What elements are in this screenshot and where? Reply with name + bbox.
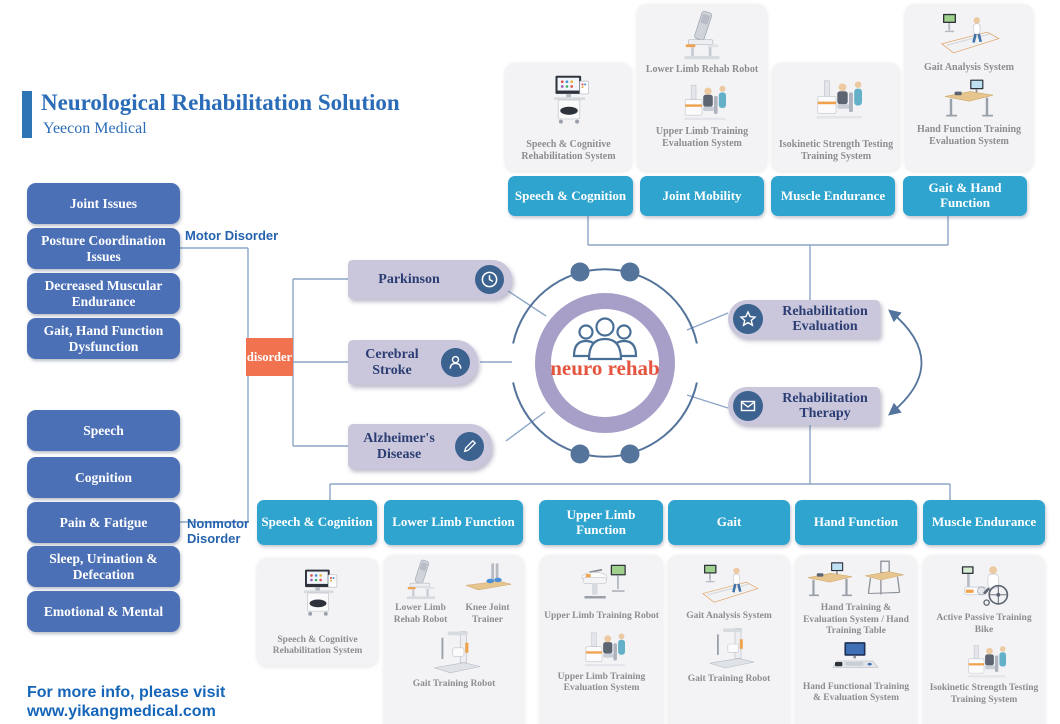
bottom-card-hand-function: Hand Training & Evaluation System / Hand…: [795, 555, 917, 724]
product-label: Gait Analysis System: [923, 62, 1014, 73]
product-label: Speech & Cognitive Rehabilitation System: [521, 138, 616, 162]
product-label: Upper Limb Training Evaluation System: [557, 671, 646, 694]
disorder-box: disorder: [246, 338, 293, 376]
category-gait: Gait: [668, 500, 790, 545]
lower-limb-rehab-robot-image: [393, 559, 449, 603]
disease-parkinson: Parkinson: [348, 260, 512, 299]
top-card-joint-mobility: Lower Limb Rehab Robot Upper Limb Traini…: [637, 4, 767, 171]
gait-analysis-system-image: [928, 10, 1010, 62]
product-label: Lower Limb Rehab Robot: [645, 64, 759, 75]
pencil-icon: [455, 432, 484, 461]
speech-cognitive-system-image: [283, 567, 353, 619]
product-label: Upper Limb Training Robot: [544, 611, 659, 621]
product-label: Active Passive Training Bike: [936, 613, 1032, 635]
motor-disorder-label: Motor Disorder: [185, 228, 279, 243]
symptom-joint-issues: Joint Issues: [27, 183, 180, 224]
service-evaluation-label: Rehabilitation Evaluation: [782, 303, 868, 334]
symptom-pain-fatigue: Pain & Fatigue: [27, 502, 180, 543]
product-label: Isokinetic Strength Testing Training Sys…: [778, 138, 894, 162]
hub-label: neuro rehab: [550, 356, 660, 380]
symptom-speech: Speech: [27, 410, 180, 451]
product-label: Hand Functional Training & Evaluation Sy…: [802, 681, 910, 704]
top-card-speech-cognition: Speech & Cognitive Rehabilitation System: [505, 63, 632, 171]
product-label: Speech & Cognitive Rehabilitation System: [272, 634, 363, 657]
category-hand-function: Hand Function: [795, 500, 917, 545]
product-label: Lower Limb Rehab Robot: [393, 603, 448, 625]
bottom-card-upper-limb: Upper Limb Training Robot Upper Limb Tra…: [540, 555, 663, 724]
upper-limb-evaluation-image: [663, 78, 741, 126]
title-accent-bar: [22, 91, 32, 138]
page-title: Neurological Rehabilitation Solution: [41, 90, 400, 115]
category-upper-limb-function: Upper Limb Function: [539, 500, 663, 545]
category-lower-limb-function: Lower Limb Function: [384, 500, 523, 545]
hand-training-desk-image: [802, 559, 858, 603]
category-gait-hand-function: Gait & Hand Function: [903, 176, 1027, 216]
active-passive-bike-image: [948, 561, 1020, 613]
symptom-sleep-urination: Sleep, Urination & Defecation: [27, 546, 180, 587]
symptom-emotional-mental: Emotional & Mental: [27, 591, 180, 632]
gait-training-robot-image: [693, 626, 765, 674]
product-label: Gait Training Robot: [412, 679, 496, 690]
service-rehabilitation-therapy: Rehabilitation Therapy: [728, 387, 880, 425]
symptom-posture-coordination: Posture Coordination Issues: [27, 228, 180, 269]
service-rehabilitation-evaluation: Rehabilitation Evaluation: [728, 300, 880, 338]
disease-alzheimers: Alzheimer's Disease: [348, 424, 492, 469]
category-muscle-endurance-top: Muscle Endurance: [771, 176, 895, 216]
footer-info: For more info, please visit www.yikangme…: [27, 683, 225, 721]
footer-website-link[interactable]: www.yikangmedical.com: [27, 703, 216, 721]
product-label: Gait Training Robot: [687, 673, 771, 684]
product-label: Hand Function Training Evaluation System: [916, 124, 1022, 148]
symptom-gait-hand-dysfunction: Gait, Hand Function Dysfunction: [27, 318, 180, 359]
bottom-card-gait: Gait Analysis System Gait Training Robot: [668, 555, 790, 724]
bottom-card-muscle-endurance: Active Passive Training Bike Isokinetic …: [923, 555, 1045, 724]
product-label: Isokinetic Strength Testing Training Sys…: [929, 683, 1039, 705]
hand-training-table-image: [858, 559, 910, 603]
page-subtitle: Yeecon Medical: [43, 120, 147, 137]
category-joint-mobility: Joint Mobility: [640, 176, 764, 216]
footer-line1: For more info, please visit: [27, 684, 226, 701]
gait-training-robot-image: [419, 629, 489, 679]
product-label: Hand Training & Evaluation System / Hand…: [803, 603, 909, 637]
category-speech-cognition-top: Speech & Cognition: [508, 176, 633, 216]
product-label: Gait Analysis System: [686, 611, 772, 621]
product-label: Knee Joint Trainer: [465, 603, 510, 625]
service-therapy-label: Rehabilitation Therapy: [782, 390, 868, 421]
disease-parkinson-label: Parkinson: [378, 271, 440, 287]
disease-alzheimers-label: Alzheimer's Disease: [363, 431, 435, 462]
symptom-cognition: Cognition: [27, 457, 180, 498]
mail-icon: [733, 391, 763, 421]
person-icon: [441, 348, 470, 377]
bottom-card-lower-limb: Lower Limb Rehab Robot Knee Joint Traine…: [384, 555, 524, 724]
symptom-decreased-endurance: Decreased Muscular Endurance: [27, 273, 180, 314]
category-speech-cognition-bottom: Speech & Cognition: [257, 500, 377, 545]
upper-limb-training-robot-image: [564, 561, 640, 611]
knee-joint-trainer-image: [460, 559, 516, 603]
isokinetic-system-image: [798, 73, 874, 125]
top-card-muscle-endurance: Isokinetic Strength Testing Training Sys…: [772, 63, 900, 171]
product-label: Upper Limb Training Evaluation System: [655, 126, 749, 150]
disease-cerebral-stroke-label: Cerebral Stroke: [365, 347, 419, 378]
top-card-gait-hand: Gait Analysis System Hand Function Train…: [905, 4, 1033, 171]
speech-cognitive-system-image: [532, 73, 606, 127]
bottom-card-speech-cognition: Speech & Cognitive Rehabilitation System: [257, 558, 378, 666]
gait-analysis-system-image: [689, 561, 769, 611]
star-icon: [733, 304, 763, 334]
nonmotor-disorder-label: Nonmotor Disorder: [187, 516, 250, 546]
isokinetic-system-image: [948, 639, 1020, 683]
category-muscle-endurance-bottom: Muscle Endurance: [923, 500, 1045, 545]
upper-limb-evaluation-image: [565, 626, 639, 672]
lower-limb-rehab-robot-image: [663, 10, 741, 64]
disease-cerebral-stroke: Cerebral Stroke: [348, 340, 478, 385]
hand-function-desk-image: [930, 76, 1008, 124]
hand-functional-training-image: [821, 640, 891, 682]
